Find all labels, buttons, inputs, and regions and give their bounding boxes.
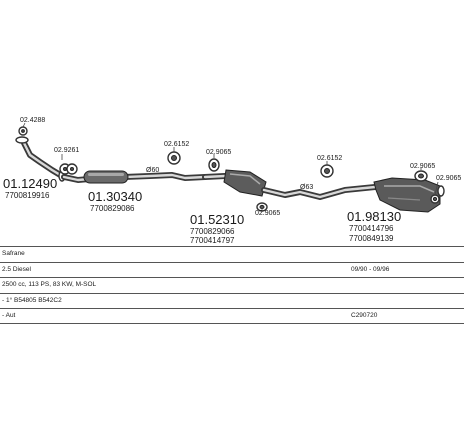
centre-silencer	[202, 169, 378, 200]
rubber-mount-icon	[414, 170, 428, 182]
chassis-code: - 1° B54805 B542C2	[2, 296, 62, 304]
table-row: Safrane	[0, 246, 464, 262]
table-row: 2500 cc, 113 PS, 83 KW, M-SOL	[0, 277, 464, 293]
part-reference: 7700414796	[349, 224, 394, 233]
part-reference: 7700414797	[190, 236, 235, 245]
part-number: 01.52310	[190, 212, 244, 227]
engine-type: 2.5 Diesel	[2, 265, 31, 273]
rubber-mount-icon	[430, 194, 440, 204]
fitting-label: 02.4288	[20, 117, 45, 124]
clamp-icon	[59, 163, 78, 175]
rubber-mount-icon	[320, 164, 334, 178]
rear-silencer-body	[373, 177, 441, 213]
front-pipe	[15, 136, 66, 182]
vehicle-model: Safrane	[2, 250, 25, 257]
exhaust-system-diagram: 02.4288 02.9261 02.6152 02.9065 02.9065 …	[3, 117, 461, 245]
engine-spec: 2500 cc, 113 PS, 83 KW, M-SOL	[2, 281, 97, 289]
table-row: 2.5 Diesel 09/90 - 09/96	[0, 261, 464, 278]
centre-silencer-body	[223, 169, 267, 197]
fitting-label: 02.9065	[436, 175, 461, 182]
flange-gasket-icon	[18, 126, 28, 136]
vehicle-info-table: Safrane 2.5 Diesel 09/90 - 09/96 2500 cc…	[0, 246, 464, 324]
part-reference: 7700849139	[349, 234, 394, 243]
part-reference: 7700829066	[190, 227, 235, 236]
rear-silencer	[373, 177, 445, 213]
fitting-label: 02.6152	[317, 155, 342, 162]
fitting-label: 02.6152	[164, 141, 189, 148]
table-row: - 1° B54805 B542C2	[0, 292, 464, 309]
part-number: 01.12490	[3, 176, 57, 191]
pipe-diameter-mark: Ø63	[300, 184, 313, 191]
catalogue-code: C290720	[351, 312, 378, 320]
rubber-mount-icon	[208, 158, 220, 172]
fitting-label: 02.9065	[255, 210, 280, 217]
pipe-diameter-mark: Ø60	[146, 167, 159, 174]
middle-pipe	[61, 170, 208, 184]
table-row: - Aut C290720	[0, 308, 464, 324]
production-dates: 09/90 - 09/96	[351, 265, 390, 273]
part-reference: 7700829086	[90, 204, 135, 213]
transmission: - Aut	[2, 312, 16, 320]
part-number: 01.30340	[88, 189, 142, 204]
fitting-label: 02.9065	[410, 163, 435, 170]
part-number: 01.98130	[347, 209, 401, 224]
rubber-mount-icon	[167, 151, 181, 165]
catalyst-body	[83, 170, 129, 184]
fitting-label: 02.9261	[54, 147, 79, 154]
fitting-label: 02.9065	[206, 149, 231, 156]
part-reference: 7700819916	[5, 191, 50, 200]
